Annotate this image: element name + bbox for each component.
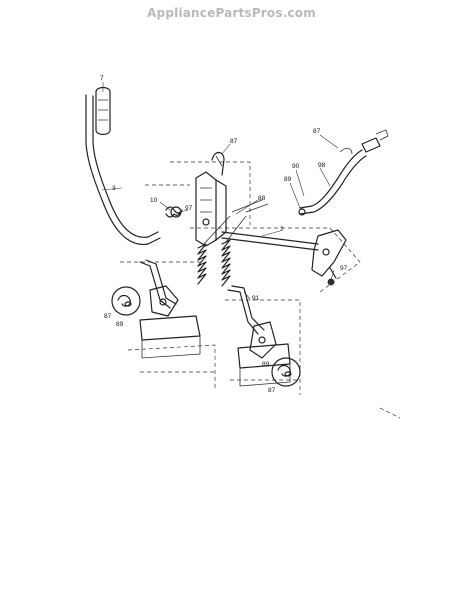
callout-97-mid: 97 — [185, 205, 193, 212]
callout-89-right: 89 — [284, 176, 292, 183]
callout-89-bottom: 89 — [262, 361, 270, 368]
callout-10: 10 — [150, 197, 158, 204]
callout-97-right: 97 — [340, 265, 348, 272]
right-lift-arm — [311, 229, 347, 286]
watermark: AppliancePartsPros.com — [147, 6, 316, 20]
callout-numbers: 7 3 87 87 90 98 89 10 97 88 2 97 91 87 8… — [100, 75, 348, 394]
callout-87-right: 87 — [313, 128, 321, 135]
right-lift-link — [227, 285, 291, 387]
left-lift-link — [139, 259, 201, 359]
left-detail-circle — [111, 286, 141, 316]
extension-springs — [197, 199, 269, 287]
callout-2: 2 — [280, 226, 284, 233]
callout-98: 98 — [318, 162, 326, 169]
callout-91: 91 — [252, 295, 260, 302]
lift-handle-grip — [95, 86, 111, 136]
callout-88: 88 — [258, 195, 266, 202]
callout-87-top: 87 — [230, 138, 238, 145]
callout-89-left: 89 — [116, 321, 124, 328]
callout-7: 7 — [100, 75, 104, 82]
right-detail-circle — [271, 357, 301, 387]
callout-90: 90 — [292, 163, 300, 170]
lift-lever-rod — [85, 94, 161, 245]
cross-shaft — [221, 231, 319, 251]
callout-87-left: 87 — [104, 313, 112, 320]
callout-3: 3 — [112, 185, 116, 192]
callout-87-bottom: 87 — [268, 387, 276, 394]
callout-leaders — [101, 82, 339, 300]
height-adjust-rod — [298, 129, 389, 216]
reference-lines — [120, 161, 401, 419]
center-lift-bracket — [195, 151, 227, 247]
